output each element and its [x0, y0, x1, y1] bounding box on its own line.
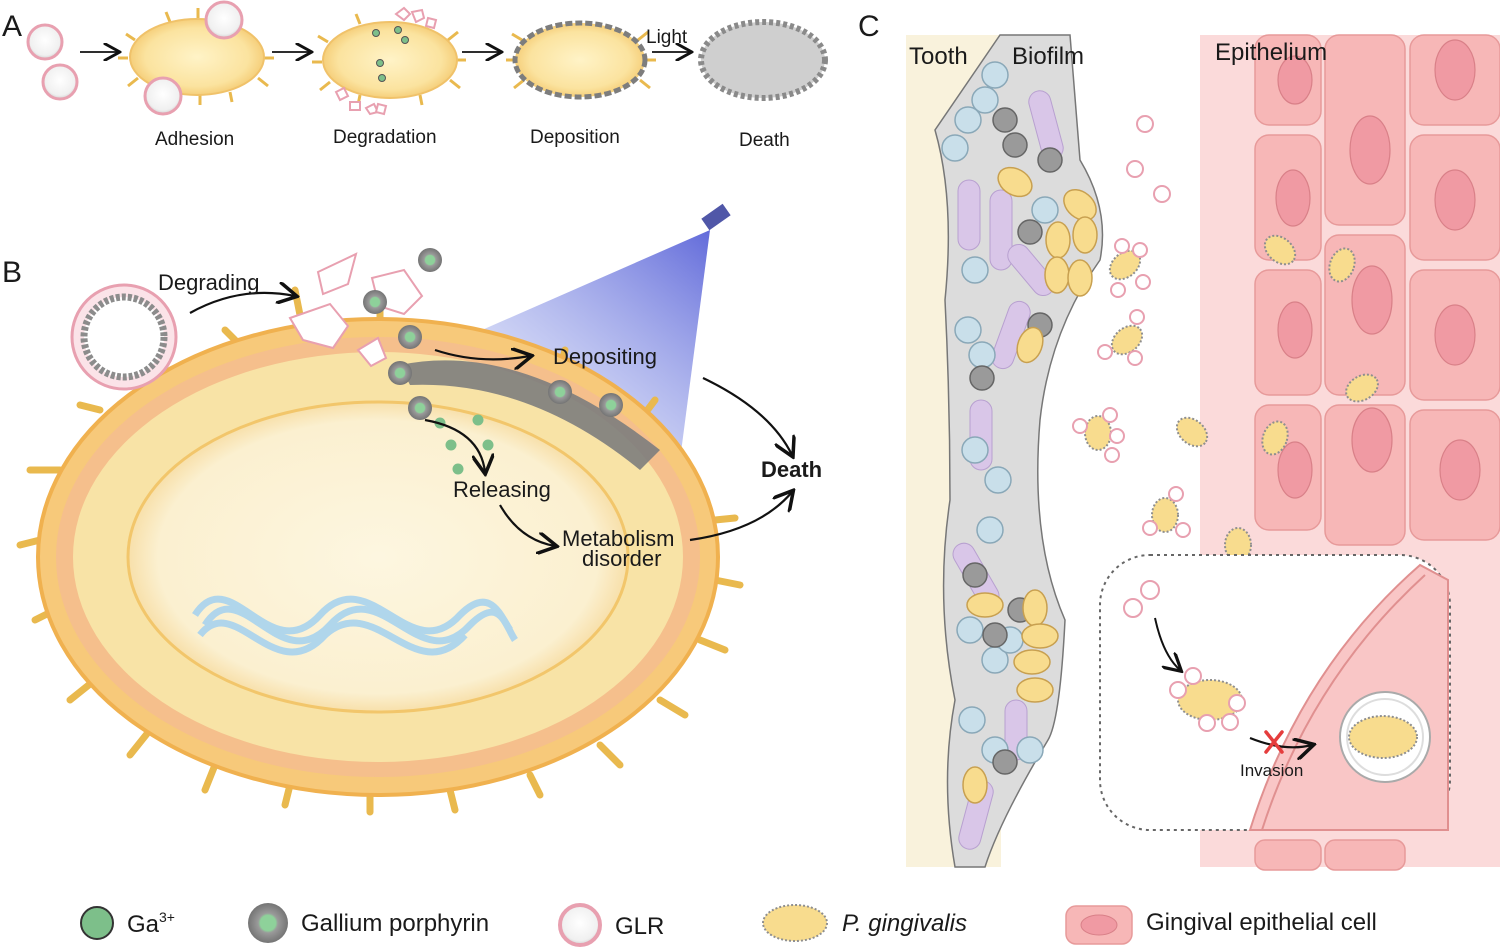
label-biofilm: Biofilm [1012, 43, 1084, 70]
dna-icon [192, 595, 518, 656]
arrow-releasing [424, 418, 485, 472]
internalized-bacterium [1348, 715, 1418, 759]
glr-fragments [288, 252, 424, 368]
legend: Ga3+ Gallium porphyrin GLR P. gingivalis… [80, 903, 1377, 947]
free-bacteria [1072, 115, 1379, 563]
panel-b-bacterium: Degrading Depositing Releasing Metabolis… [16, 203, 822, 816]
biofilm-bacteria [941, 61, 1098, 850]
label-invasion: Invasion [1240, 761, 1303, 780]
deposition-bacterium [506, 20, 656, 100]
step-label-adhesion: Adhesion [155, 129, 234, 150]
legend-pg: P. gingivalis [842, 910, 967, 937]
arrow-death-bottom [689, 492, 792, 542]
glr-particle [26, 23, 79, 101]
degradation-bacterium [312, 6, 466, 116]
panel-c-scene: Invasion Tooth Biofilm Epithelium [906, 34, 1500, 871]
step-label-death: Death [739, 130, 790, 151]
legend-glr: GLR [615, 913, 664, 940]
label-degrading: Degrading [158, 270, 260, 295]
label-tooth: Tooth [909, 43, 968, 70]
dead-bacterium [698, 19, 828, 101]
gallium-porphyrin-particles [363, 248, 623, 420]
light-source-icon [701, 203, 731, 231]
step-label-deposition: Deposition [530, 127, 620, 148]
light-label: Light [646, 27, 688, 48]
ga-ions [434, 414, 494, 475]
legend-gallium-porphyrin: Gallium porphyrin [301, 910, 489, 937]
panel-label-b: B [2, 256, 22, 289]
blocked-x-icon [1264, 730, 1284, 754]
arrow-death-top [702, 377, 792, 455]
legend-epithelial: Gingival epithelial cell [1146, 909, 1377, 936]
panel-label-a: A [2, 10, 22, 43]
label-death: Death [761, 457, 822, 482]
panel-a-row: Light Adhesion Degradation Deposition De… [26, 0, 828, 151]
legend-ga: Ga3+ [127, 909, 175, 938]
step-label-degradation: Degradation [333, 127, 437, 148]
glr-legend-icon [558, 903, 602, 947]
label-metabolism: Metabolism [562, 526, 674, 551]
arrow-depositing [434, 350, 530, 359]
label-releasing: Releasing [453, 477, 551, 502]
gallium-porphyrin-legend-icon [248, 903, 288, 943]
arrow-degrading [189, 293, 295, 314]
panel-label-c: C [858, 10, 880, 43]
invasion-inset: Invasion [1099, 554, 1451, 831]
label-epithelium: Epithelium [1215, 39, 1327, 66]
pg-legend-icon [762, 904, 828, 942]
arrow-metabolism [499, 504, 555, 546]
adhesion-bacterium [118, 0, 274, 116]
ga-legend-icon [80, 906, 114, 940]
label-depositing: Depositing [553, 344, 657, 369]
glr-particle-large [70, 283, 178, 391]
label-disorder: disorder [582, 546, 661, 571]
